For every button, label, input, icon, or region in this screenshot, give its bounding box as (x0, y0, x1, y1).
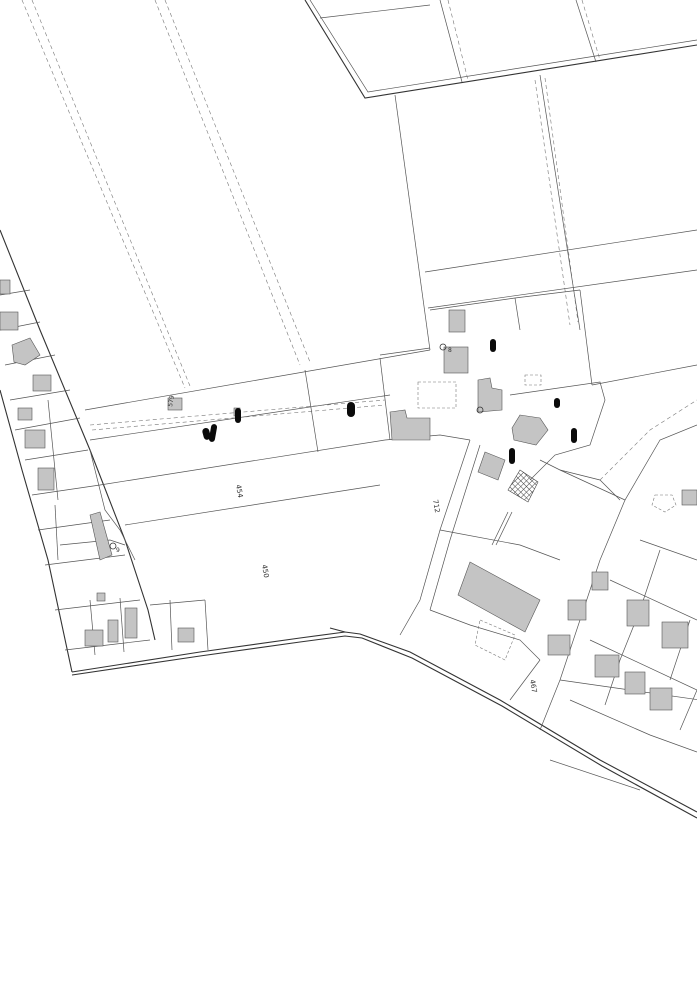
left-settlement (0, 289, 209, 656)
parcel-label: 712 (431, 499, 441, 514)
marker (571, 428, 577, 443)
parcel-label: 450 (260, 564, 270, 579)
field-strips (21, 0, 697, 389)
marker (509, 448, 515, 464)
parcel-label: 454 (234, 484, 244, 499)
parcel-label: 8 (448, 347, 452, 354)
buildings (0, 279, 697, 711)
parcel-label: 579 (167, 395, 176, 408)
parcel-labels: 579 454 450 712 467 8 9 (116, 347, 538, 694)
parcel-label: 467 (528, 679, 538, 694)
marker (235, 408, 241, 423)
marker (347, 402, 355, 417)
residential-right (379, 289, 697, 791)
marker (202, 427, 211, 440)
parcel-label: 9 (116, 547, 120, 554)
field-block-top (304, 0, 697, 99)
location-markers (202, 339, 577, 464)
marker (554, 398, 560, 408)
marker (208, 424, 218, 442)
hatched-structure (491, 469, 539, 546)
central-band (84, 349, 471, 526)
boundary-lines (0, 229, 697, 819)
marker (490, 339, 496, 352)
survey-points (109, 343, 484, 550)
